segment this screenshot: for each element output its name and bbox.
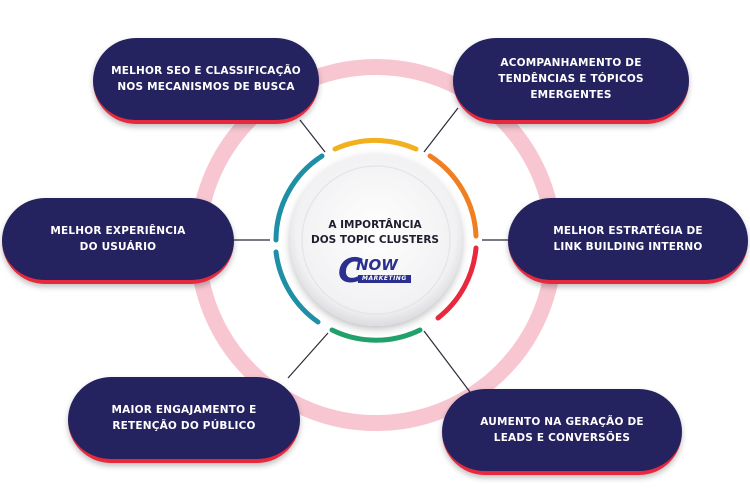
center-title: A IMPORTÂNCIA DOS TOPIC CLUSTERS [310, 219, 439, 246]
cnow-marketing-logo: C NOW MARKETING [338, 254, 414, 290]
arc-red [435, 245, 479, 321]
node-label: ACOMPANHAMENTO DE TENDÊNCIAS E TÓPICOS E… [498, 57, 644, 101]
arc-teal [273, 153, 325, 243]
node-label: MELHOR SEO E CLASSIFICAÇÃO NOS MECANISMO… [111, 65, 301, 93]
logo-name: NOW [356, 256, 398, 274]
node-mid-left: MELHOR EXPERIÊNCIA DO USUÁRIO [2, 198, 234, 284]
arc-green [329, 327, 423, 343]
node-label: AUMENTO NA GERAÇÃO DE LEADS E CONVERSÕES [480, 416, 644, 444]
node-label: MELHOR ESTRATÉGIA DE LINK BUILDING INTER… [553, 225, 703, 253]
node-bottom-left: MAIOR ENGAJAMENTO E RETENÇÃO DO PÚBLICO [68, 377, 300, 463]
node-mid-right: MELHOR ESTRATÉGIA DE LINK BUILDING INTER… [508, 198, 748, 284]
node-label: MAIOR ENGAJAMENTO E RETENÇÃO DO PÚBLICO [111, 404, 257, 432]
hub-circle [290, 154, 462, 326]
logo-tagline: MARKETING [358, 275, 411, 283]
hub-inner-ring [301, 165, 451, 315]
connector-bottom-right [423, 330, 471, 393]
arc-orange [427, 153, 479, 239]
connector-bottom-left [287, 332, 329, 379]
connector-top-right [423, 107, 459, 153]
arc-yellow [332, 138, 419, 152]
node-top-left: MELHOR SEO E CLASSIFICAÇÃO NOS MECANISMO… [93, 38, 319, 124]
node-bottom-right: AUMENTO NA GERAÇÃO DE LEADS E CONVERSÕES [442, 389, 682, 475]
node-label: MELHOR EXPERIÊNCIA DO USUÁRIO [50, 225, 186, 253]
connector-top-left [299, 119, 326, 153]
node-top-right: ACOMPANHAMENTO DE TENDÊNCIAS E TÓPICOS E… [453, 38, 689, 124]
arc-teal-lower [273, 249, 321, 325]
